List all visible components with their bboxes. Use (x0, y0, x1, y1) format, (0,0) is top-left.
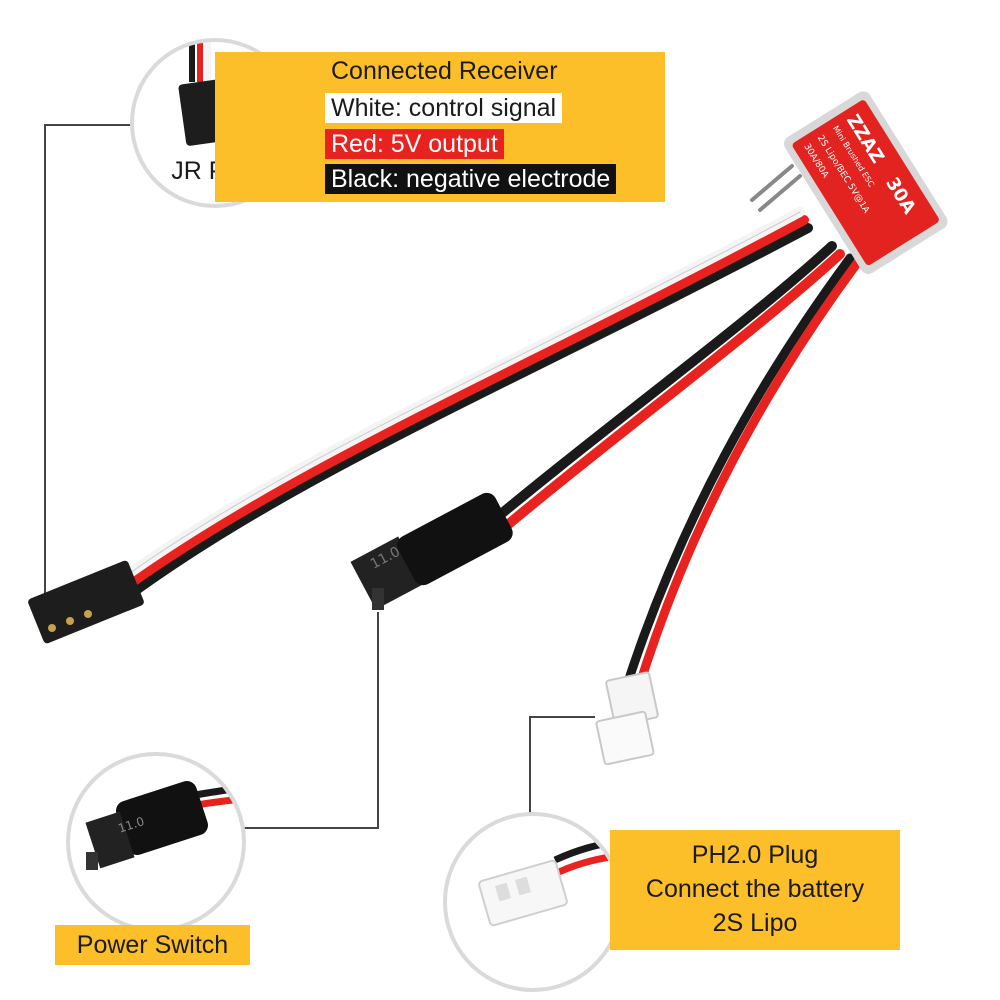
ph-plug-callout-circle (443, 812, 623, 992)
battery-connect-label: Connect the battery (645, 875, 865, 903)
callout-lines (44, 124, 595, 829)
power-switch: 11.0 (350, 492, 513, 610)
ph-plug-label: PH2.0 Plug (691, 841, 819, 869)
ph-plug (595, 671, 659, 766)
power-switch-closeup: 11.0 (85, 780, 242, 870)
jr-plug (28, 560, 144, 644)
esc-board: ZZAZ 30A Mini Brushed ESC 2S Lipo/BEC 5V… (783, 91, 948, 274)
ph-plug-closeup (478, 837, 619, 927)
power-switch-callout-circle: 11.0 (66, 752, 246, 932)
ph-callout-line (529, 716, 595, 822)
black-wire-label: Black: negative electrode (325, 164, 617, 194)
receiver-callout: Connected Receiver White: control signal… (215, 52, 665, 202)
switch-callout-line (240, 612, 379, 829)
switch-cable (465, 241, 845, 553)
power-switch-label: Power Switch (55, 925, 250, 965)
red-wire-label: Red: 5V output (325, 129, 504, 159)
jr-callout-line (44, 124, 135, 608)
jr-cable (115, 207, 813, 601)
esc-pins (750, 164, 802, 212)
receiver-title: Connected Receiver (331, 57, 558, 85)
battery-callout: PH2.0 Plug Connect the battery 2S Lipo (610, 830, 900, 950)
white-wire-label: White: control signal (325, 93, 563, 123)
battery-cable (621, 253, 863, 695)
battery-type-label: 2S Lipo (712, 909, 798, 937)
